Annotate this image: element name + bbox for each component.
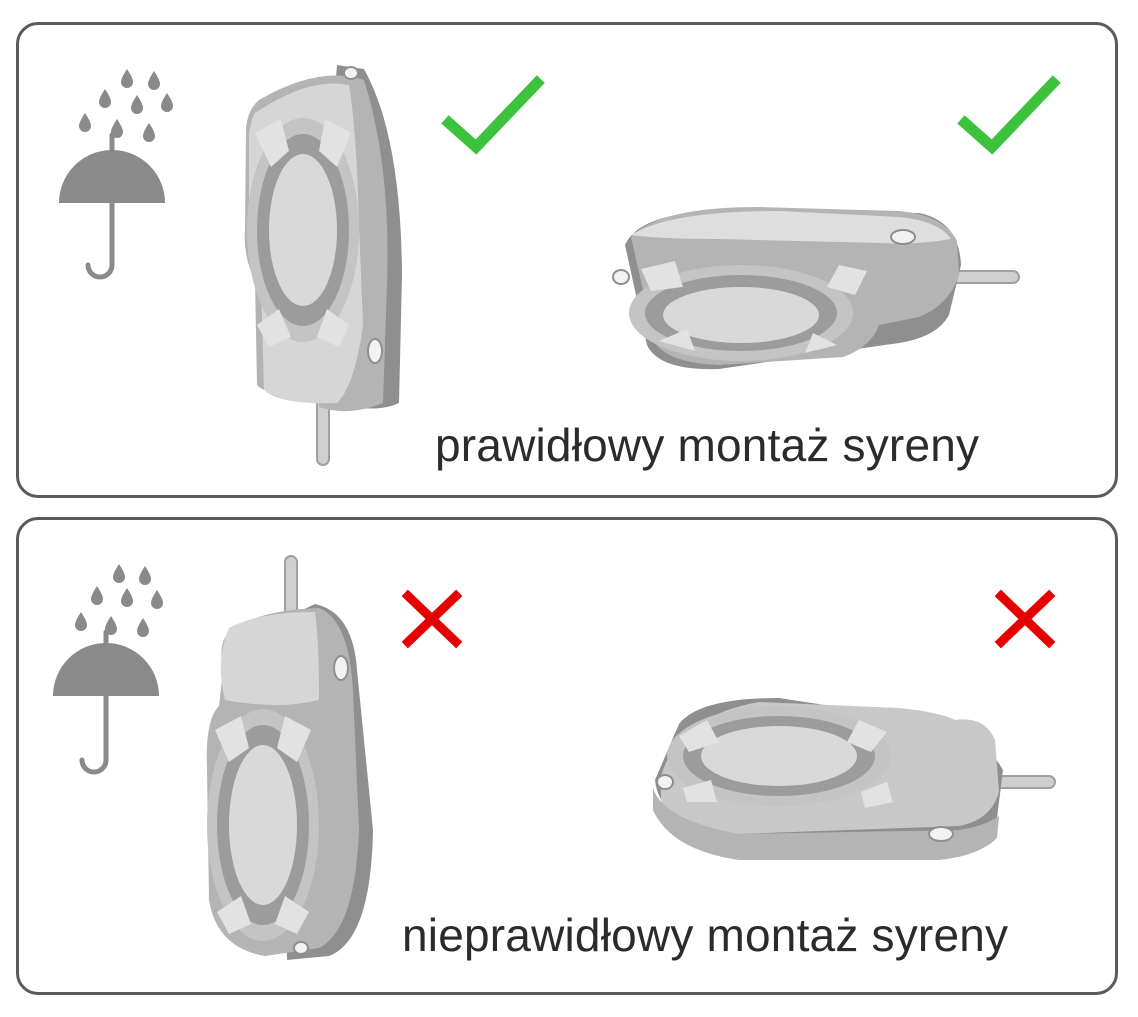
rain-umbrella-icon xyxy=(59,69,173,280)
correct-mounting-illustration xyxy=(59,65,1061,466)
siren-horizontal-pin-right xyxy=(612,207,1020,370)
check-icon xyxy=(441,75,545,155)
cross-icon xyxy=(994,589,1056,649)
rain-umbrella-icon xyxy=(53,564,163,775)
siren-vertical-pin-down xyxy=(244,65,402,466)
check-icon xyxy=(957,75,1061,155)
correct-mounting-panel: prawidłowy montaż syreny xyxy=(16,22,1118,498)
incorrect-mounting-illustration xyxy=(53,555,1056,960)
siren-horizontal-upside-down xyxy=(653,698,1056,860)
cross-icon xyxy=(401,589,463,649)
incorrect-mounting-caption: nieprawidłowy montaż syreny xyxy=(402,909,1009,961)
correct-mounting-caption: prawidłowy montaż syreny xyxy=(435,419,980,471)
siren-vertical-pin-up xyxy=(206,555,373,960)
incorrect-mounting-panel: nieprawidłowy montaż syreny xyxy=(16,517,1118,995)
